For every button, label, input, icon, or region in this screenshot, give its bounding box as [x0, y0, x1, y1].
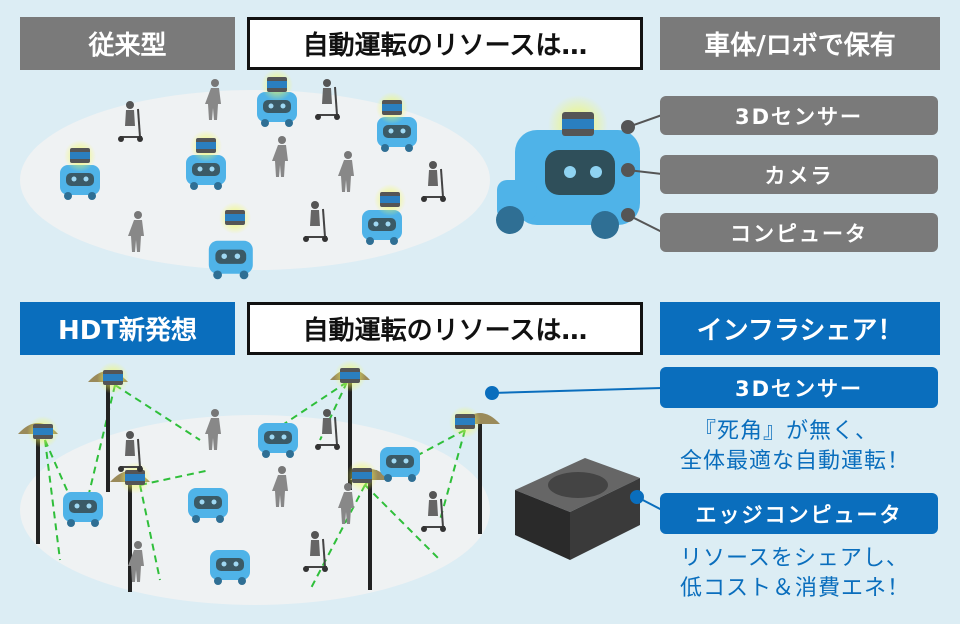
feature-3d-sensor: 3Dセンサー — [660, 367, 938, 408]
desc-line: 『死角』が無く、 — [694, 419, 879, 444]
resource-camera: カメラ — [660, 155, 938, 194]
big-robot — [496, 95, 640, 239]
resource-3d-sensor: 3Dセンサー — [660, 96, 938, 135]
robot-with-sensor — [257, 69, 297, 127]
robot-with-sensor — [60, 140, 100, 200]
feature-3d-sensor-desc: 『死角』が無く、 全体最適な自動運転！ — [680, 417, 910, 477]
edge-computer — [515, 458, 640, 560]
desc-line: リソースをシェアし、 — [680, 546, 909, 571]
bottom-connectors — [485, 386, 663, 511]
desc-line: 低コスト＆消費エネ！ — [680, 576, 911, 601]
resource-question-bottom: 自動運転のリソースは… — [247, 302, 643, 355]
traditional-label: 従来型 — [20, 17, 235, 70]
feature-edge-computer-desc: リソースをシェアし、 低コスト＆消費エネ！ — [680, 544, 910, 604]
resource-question-top: 自動運転のリソースは… — [247, 17, 643, 70]
feature-edge-computer: エッジコンピュータ — [660, 493, 938, 534]
resource-computer: コンピュータ — [660, 213, 938, 252]
robot-with-sensor — [186, 130, 226, 190]
hdt-new-idea-label: HDT新発想 — [20, 302, 235, 355]
owned-by-vehicle-label: 車体/ロボで保有 — [660, 17, 940, 70]
infra-share-label: インフラシェア！ — [660, 302, 940, 355]
robot-with-sensor — [376, 92, 417, 152]
top-connectors — [621, 114, 663, 233]
desc-line: 全体最適な自動運転！ — [680, 449, 911, 474]
